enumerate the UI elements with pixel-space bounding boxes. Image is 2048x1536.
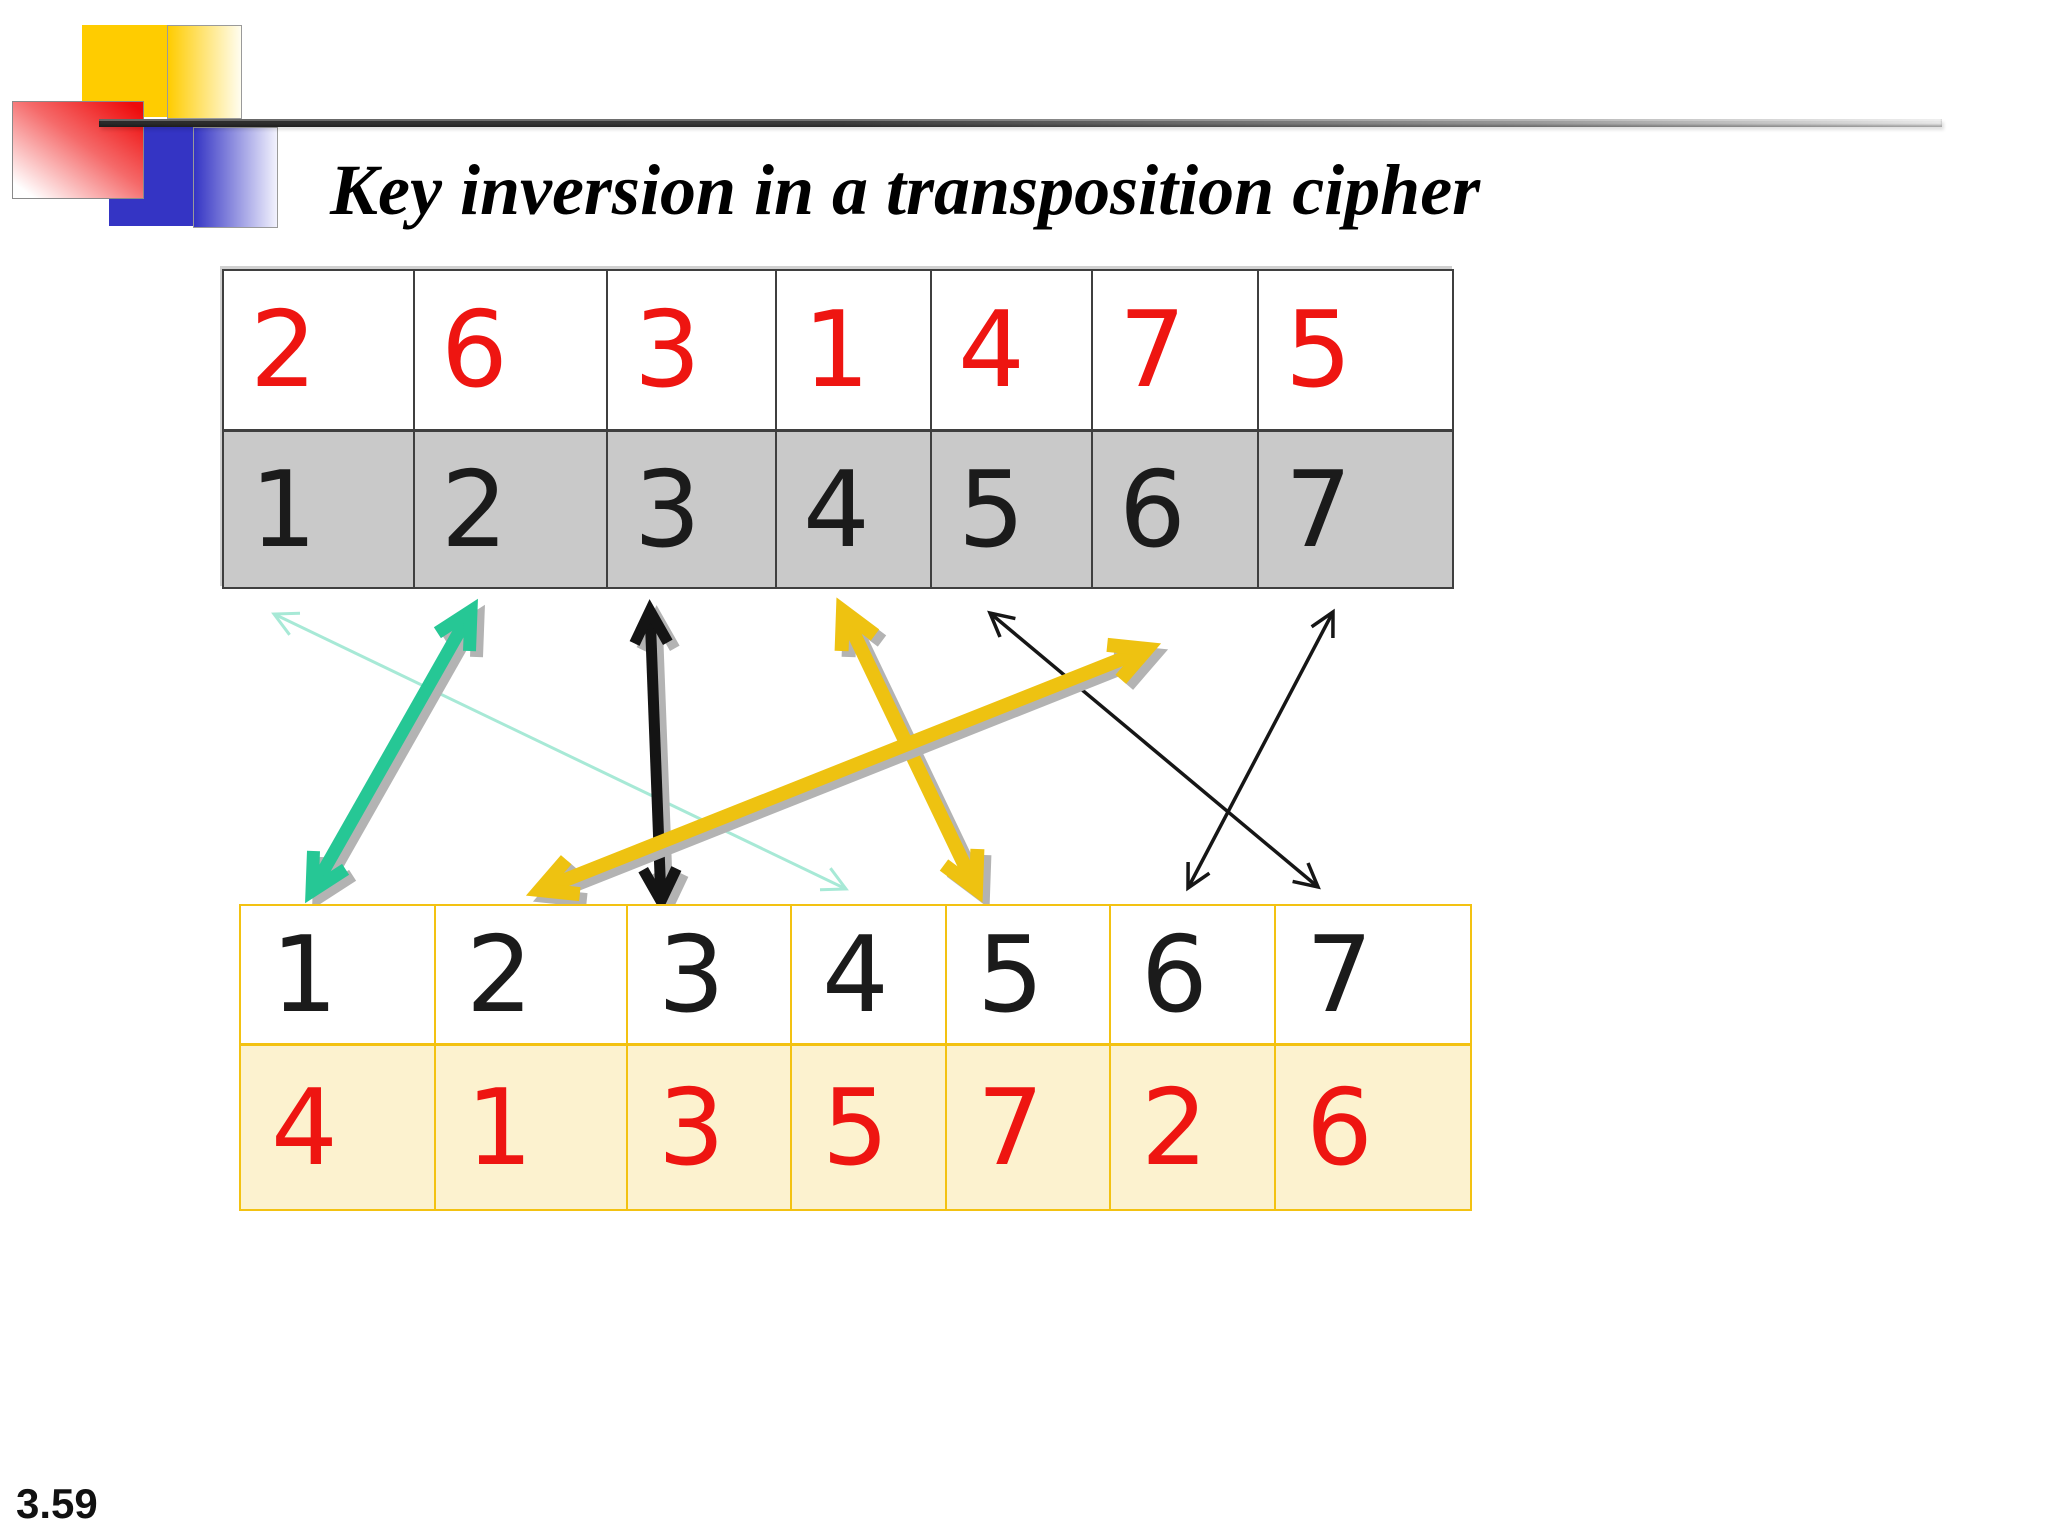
- position-cell: 3: [628, 906, 792, 1046]
- inverse-key-table: 1 2 3 4 5 6 7 4 1 3 5 7 2 6: [239, 904, 1472, 1211]
- key-cell: 1: [777, 271, 932, 432]
- position-cell: 4: [777, 432, 932, 587]
- key-cell: 5: [1259, 271, 1452, 432]
- deco-red-gradient-square: [12, 101, 144, 199]
- arrow-map-2-to-1: [305, 598, 485, 910]
- inverse-key-cell: 4: [241, 1046, 436, 1209]
- arrow-map-5-to-7: [987, 610, 1321, 890]
- key-cell: 3: [608, 271, 777, 432]
- inverse-key-cell: 1: [436, 1046, 628, 1209]
- position-cell: 7: [1259, 432, 1452, 587]
- header-rule: [99, 119, 1942, 127]
- position-cell: 7: [1276, 906, 1470, 1046]
- page-number: 3.59: [16, 1480, 98, 1527]
- key-cell: 7: [1093, 271, 1259, 432]
- position-cell: 6: [1111, 906, 1276, 1046]
- arrow-map-6-to-2: [525, 637, 1169, 908]
- arrow-map-3-to-3: [629, 599, 689, 919]
- position-cell: 1: [224, 432, 415, 587]
- position-cell: 5: [932, 432, 1093, 587]
- deco-blue-gradient-square: [193, 127, 278, 228]
- arrow-map-7-to-6: [1186, 608, 1335, 892]
- position-cell: 6: [1093, 432, 1259, 587]
- position-cell: 1: [241, 906, 436, 1046]
- position-cell: 5: [947, 906, 1111, 1046]
- deco-yellow-gradient-square: [167, 25, 242, 119]
- key-table: 2 6 3 1 4 7 5 1 2 3 4 5 6 7: [222, 269, 1454, 589]
- position-cell: 2: [415, 432, 608, 587]
- arrow-map-4-to-5: [834, 597, 992, 909]
- key-cell: 6: [415, 271, 608, 432]
- position-cell: 3: [608, 432, 777, 587]
- position-cell: 4: [792, 906, 947, 1046]
- key-cell: 2: [224, 271, 415, 432]
- inverse-key-cell: 3: [628, 1046, 792, 1209]
- slide-title: Key inversion in a transposition cipher: [330, 150, 1481, 230]
- inverse-key-cell: 7: [947, 1046, 1111, 1209]
- inverse-key-cell: 6: [1276, 1046, 1470, 1209]
- inverse-key-cell: 5: [792, 1046, 947, 1209]
- key-cell: 4: [932, 271, 1093, 432]
- inverse-key-cell: 2: [1111, 1046, 1276, 1209]
- position-cell: 2: [436, 906, 628, 1046]
- arrow-map-1-to-4: [271, 611, 849, 892]
